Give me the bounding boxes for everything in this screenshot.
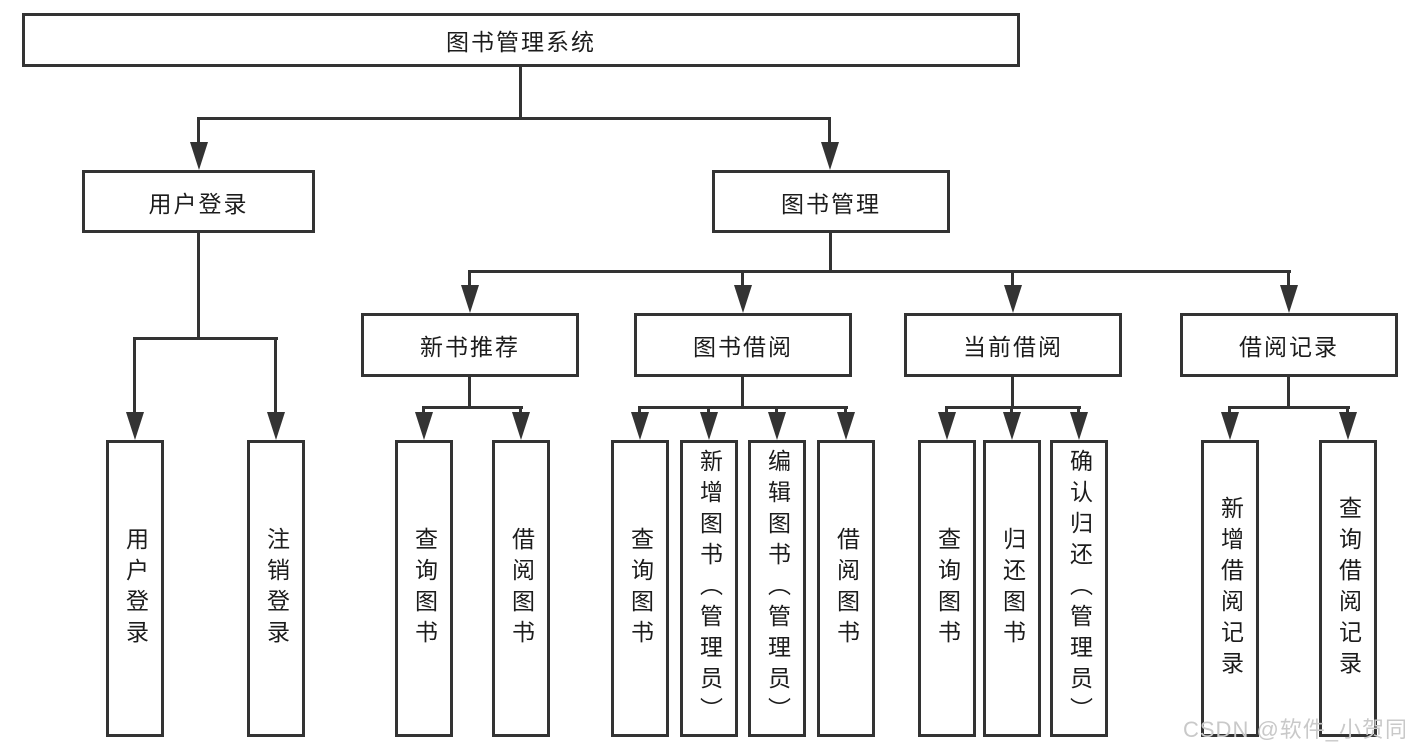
connector-sec4-branch	[1228, 406, 1350, 409]
node-borrow-records: 借阅记录	[1180, 313, 1398, 377]
arrow-down-icon	[734, 285, 752, 313]
node-book-management: 图书管理	[712, 170, 950, 233]
connector-user-child2-drop	[274, 337, 277, 416]
arrow-down-icon	[1221, 412, 1239, 440]
connector-sec1-branch	[422, 406, 523, 409]
leaf-borrow-books-recommend: 借阅图书	[492, 440, 550, 737]
arrow-down-icon	[1004, 285, 1022, 313]
leaf-logout: 注销登录	[247, 440, 305, 737]
connector-level2-branch	[197, 117, 831, 120]
arrow-down-icon	[1003, 412, 1021, 440]
connector-leaf-drop	[945, 406, 948, 416]
connector-book-mgmt-drop	[828, 117, 831, 147]
arrow-down-icon	[768, 412, 786, 440]
arrow-down-icon	[512, 412, 530, 440]
connector-leaf-drop	[638, 406, 641, 416]
arrow-down-icon	[1070, 412, 1088, 440]
arrow-down-icon	[1339, 412, 1357, 440]
connector-root-stem	[519, 67, 522, 119]
connector-leaf-drop	[422, 406, 425, 416]
connector-bm-branch	[468, 270, 1291, 273]
connector-leaf-drop	[519, 406, 522, 416]
leaf-query-borrow-record: 查询借阅记录	[1319, 440, 1377, 737]
connector-sec2-stem	[741, 377, 744, 408]
connector-leaf-drop	[1077, 406, 1080, 416]
arrow-down-icon	[461, 285, 479, 313]
arrow-down-icon	[267, 412, 285, 440]
connector-leaf-drop	[775, 406, 778, 416]
leaf-query-books-current: 查询图书	[918, 440, 976, 737]
connector-bm-stem	[829, 233, 832, 272]
leaf-query-books-borrow: 查询图书	[611, 440, 669, 737]
connector-sec2-branch	[638, 406, 848, 409]
node-root-system: 图书管理系统	[22, 13, 1020, 67]
arrow-down-icon	[190, 142, 208, 170]
leaf-query-books-recommend: 查询图书	[395, 440, 453, 737]
leaf-confirm-return-admin: 确认归还（管理员）	[1050, 440, 1108, 737]
connector-sec1-stem	[468, 377, 471, 408]
connector-sec4-stem	[1287, 377, 1290, 408]
arrow-down-icon	[1280, 285, 1298, 313]
csdn-watermark: CSDN @软件_小贺同学	[1183, 717, 1405, 742]
connector-leaf-drop	[1346, 406, 1349, 416]
connector-user-branch	[133, 337, 278, 340]
arrow-down-icon	[821, 142, 839, 170]
node-book-borrow: 图书借阅	[634, 313, 852, 377]
leaf-add-books-admin: 新增图书（管理员）	[680, 440, 738, 737]
connector-sec4-drop	[1287, 270, 1290, 289]
connector-leaf-drop	[844, 406, 847, 416]
connector-leaf-drop	[707, 406, 710, 416]
connector-user-login-drop	[197, 117, 200, 147]
leaf-borrow-books: 借阅图书	[817, 440, 875, 737]
connector-sec1-drop	[468, 270, 471, 289]
leaf-return-books: 归还图书	[983, 440, 1041, 737]
connector-leaf-drop	[1228, 406, 1231, 416]
arrow-down-icon	[415, 412, 433, 440]
arrow-down-icon	[631, 412, 649, 440]
connector-sec3-branch	[945, 406, 1081, 409]
connector-sec3-stem	[1011, 377, 1014, 408]
connector-sec3-drop	[1011, 270, 1014, 289]
node-user-login: 用户登录	[82, 170, 315, 233]
arrow-down-icon	[938, 412, 956, 440]
connector-sec2-drop	[741, 270, 744, 289]
arrow-down-icon	[700, 412, 718, 440]
leaf-add-borrow-record: 新增借阅记录	[1201, 440, 1259, 737]
connector-user-child1-drop	[133, 337, 136, 416]
connector-leaf-drop	[1010, 406, 1013, 416]
leaf-user-login: 用户登录	[106, 440, 164, 737]
leaf-edit-books-admin: 编辑图书（管理员）	[748, 440, 806, 737]
connector-user-stem	[197, 233, 200, 339]
node-new-book-recommend: 新书推荐	[361, 313, 579, 377]
arrow-down-icon	[126, 412, 144, 440]
arrow-down-icon	[837, 412, 855, 440]
node-current-borrow: 当前借阅	[904, 313, 1122, 377]
